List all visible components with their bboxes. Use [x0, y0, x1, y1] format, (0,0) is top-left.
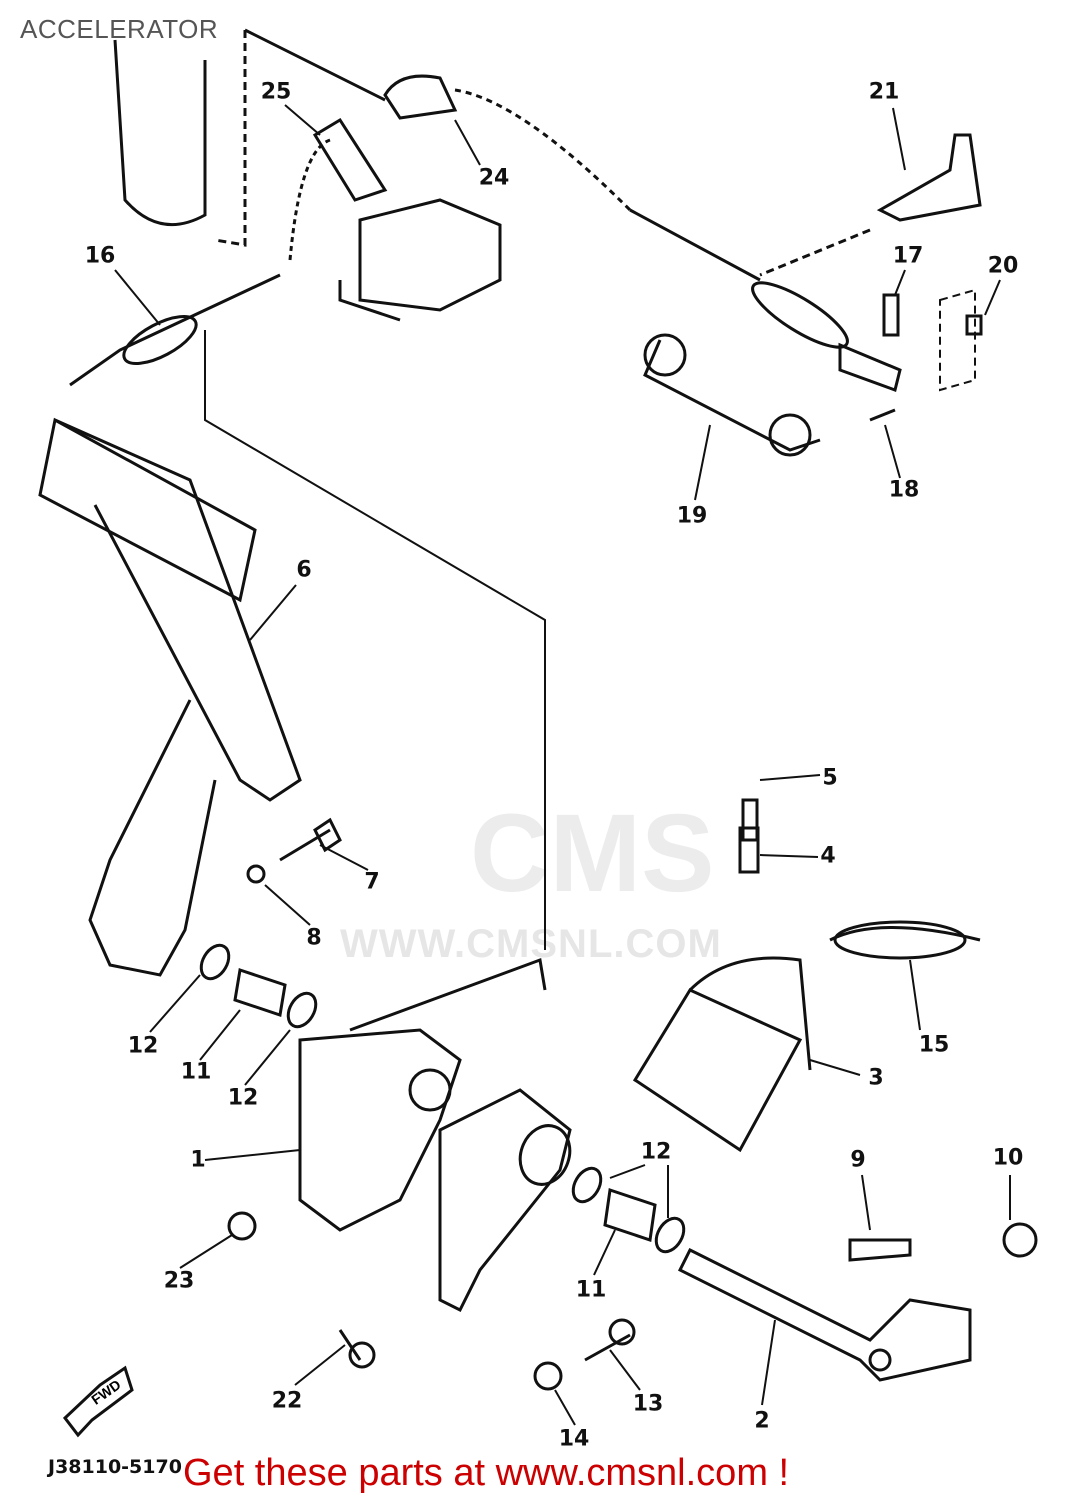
- part-label[interactable]: 2: [754, 1408, 770, 1434]
- part-label[interactable]: 18: [888, 477, 920, 503]
- part-label[interactable]: 10: [992, 1145, 1024, 1171]
- part-label[interactable]: 12: [227, 1085, 259, 1111]
- part-label[interactable]: 7: [364, 869, 380, 895]
- part-label[interactable]: 11: [575, 1277, 607, 1303]
- part-label[interactable]: 24: [478, 165, 510, 191]
- part-label[interactable]: 25: [260, 79, 292, 105]
- diagram-title: ACCELERATOR: [20, 14, 219, 44]
- part-label[interactable]: 15: [918, 1032, 950, 1058]
- part-label[interactable]: 19: [676, 503, 708, 529]
- part-label[interactable]: 3: [868, 1065, 884, 1091]
- part-label[interactable]: 22: [271, 1388, 303, 1414]
- diagram-code: J38110-5170: [48, 1456, 182, 1478]
- part-label[interactable]: 5: [822, 765, 838, 791]
- part-label[interactable]: 1: [190, 1147, 206, 1173]
- part-label[interactable]: 6: [296, 557, 312, 583]
- part-label[interactable]: 12: [127, 1033, 159, 1059]
- watermark-logo: CMS: [470, 792, 715, 915]
- part-label[interactable]: 17: [892, 243, 924, 269]
- part-label[interactable]: 20: [987, 253, 1019, 279]
- part-label[interactable]: 12: [640, 1139, 672, 1165]
- promo-link[interactable]: Get these parts at www.cmsnl.com !: [183, 1452, 790, 1494]
- part-label[interactable]: 13: [632, 1391, 664, 1417]
- part-label[interactable]: 16: [84, 243, 116, 269]
- part-label[interactable]: 21: [868, 79, 900, 105]
- part-label[interactable]: 11: [180, 1059, 212, 1085]
- part-label[interactable]: 4: [820, 843, 836, 869]
- part-label[interactable]: 8: [306, 925, 322, 951]
- part-label[interactable]: 14: [558, 1426, 590, 1452]
- watermark-url: WWW.CMSNL.COM: [340, 922, 722, 966]
- part-label[interactable]: 23: [163, 1268, 195, 1294]
- part-label[interactable]: 9: [850, 1147, 866, 1173]
